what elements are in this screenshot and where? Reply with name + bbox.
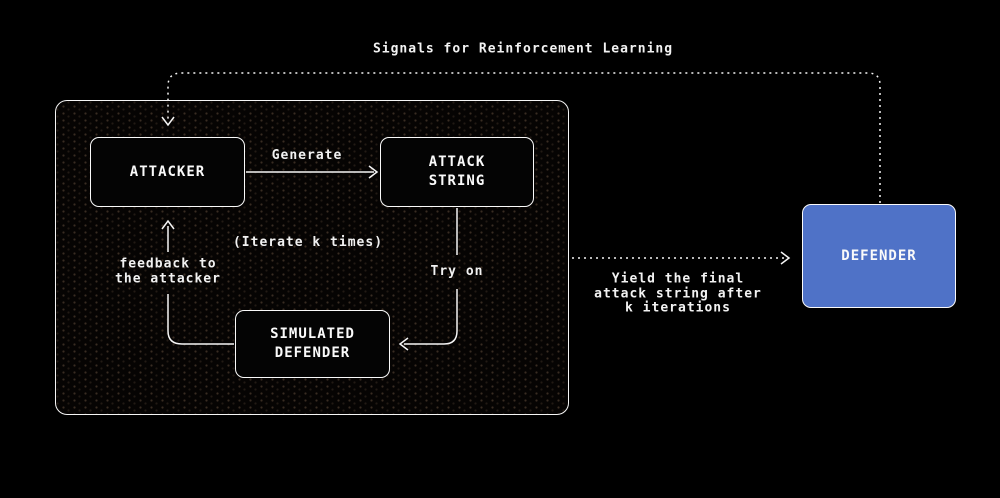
diagram-title: Signals for Reinforcement Learning [372, 41, 674, 57]
feedback-edge-label: feedback to the attacker [115, 256, 221, 286]
attack-string-label: ATTACK STRING [428, 154, 486, 189]
try-on-edge-label: Try on [430, 263, 484, 279]
yield-arrow [572, 251, 791, 265]
yield-edge-label: Yield the final attack string after k it… [594, 271, 762, 316]
defender-node: DEFENDER [802, 204, 956, 308]
generate-edge-label: Generate [271, 147, 343, 163]
defender-label: DEFENDER [841, 247, 917, 264]
attacker-label: ATTACKER [129, 163, 206, 180]
simulated-defender-node: SIMULATED DEFENDER [235, 310, 390, 378]
attacker-node: ATTACKER [90, 137, 245, 207]
attack-string-node: ATTACK STRING [380, 137, 534, 207]
iterate-annotation: (Iterate k times) [232, 234, 384, 250]
simulated-defender-label: SIMULATED DEFENDER [270, 326, 355, 361]
